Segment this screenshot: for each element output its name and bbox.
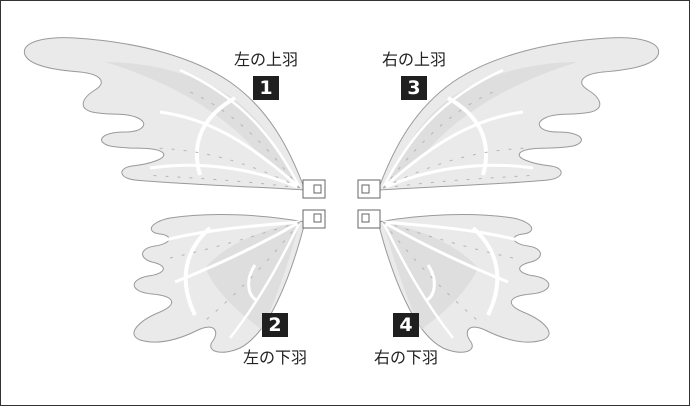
label-upper-right-wing: 右の上羽 bbox=[381, 50, 446, 69]
label-lower-right-wing: 右の下羽 bbox=[373, 348, 438, 367]
badge-lower-left-wing: 2 bbox=[262, 313, 288, 337]
label-upper-left-wing: 左の上羽 bbox=[233, 50, 298, 69]
badge-upper-right-wing: 3 bbox=[401, 76, 427, 100]
label-lower-left-wing: 左の下羽 bbox=[242, 348, 307, 367]
badge-lower-right-wing: 4 bbox=[393, 313, 419, 337]
badge-upper-left-wing: 1 bbox=[253, 76, 279, 100]
